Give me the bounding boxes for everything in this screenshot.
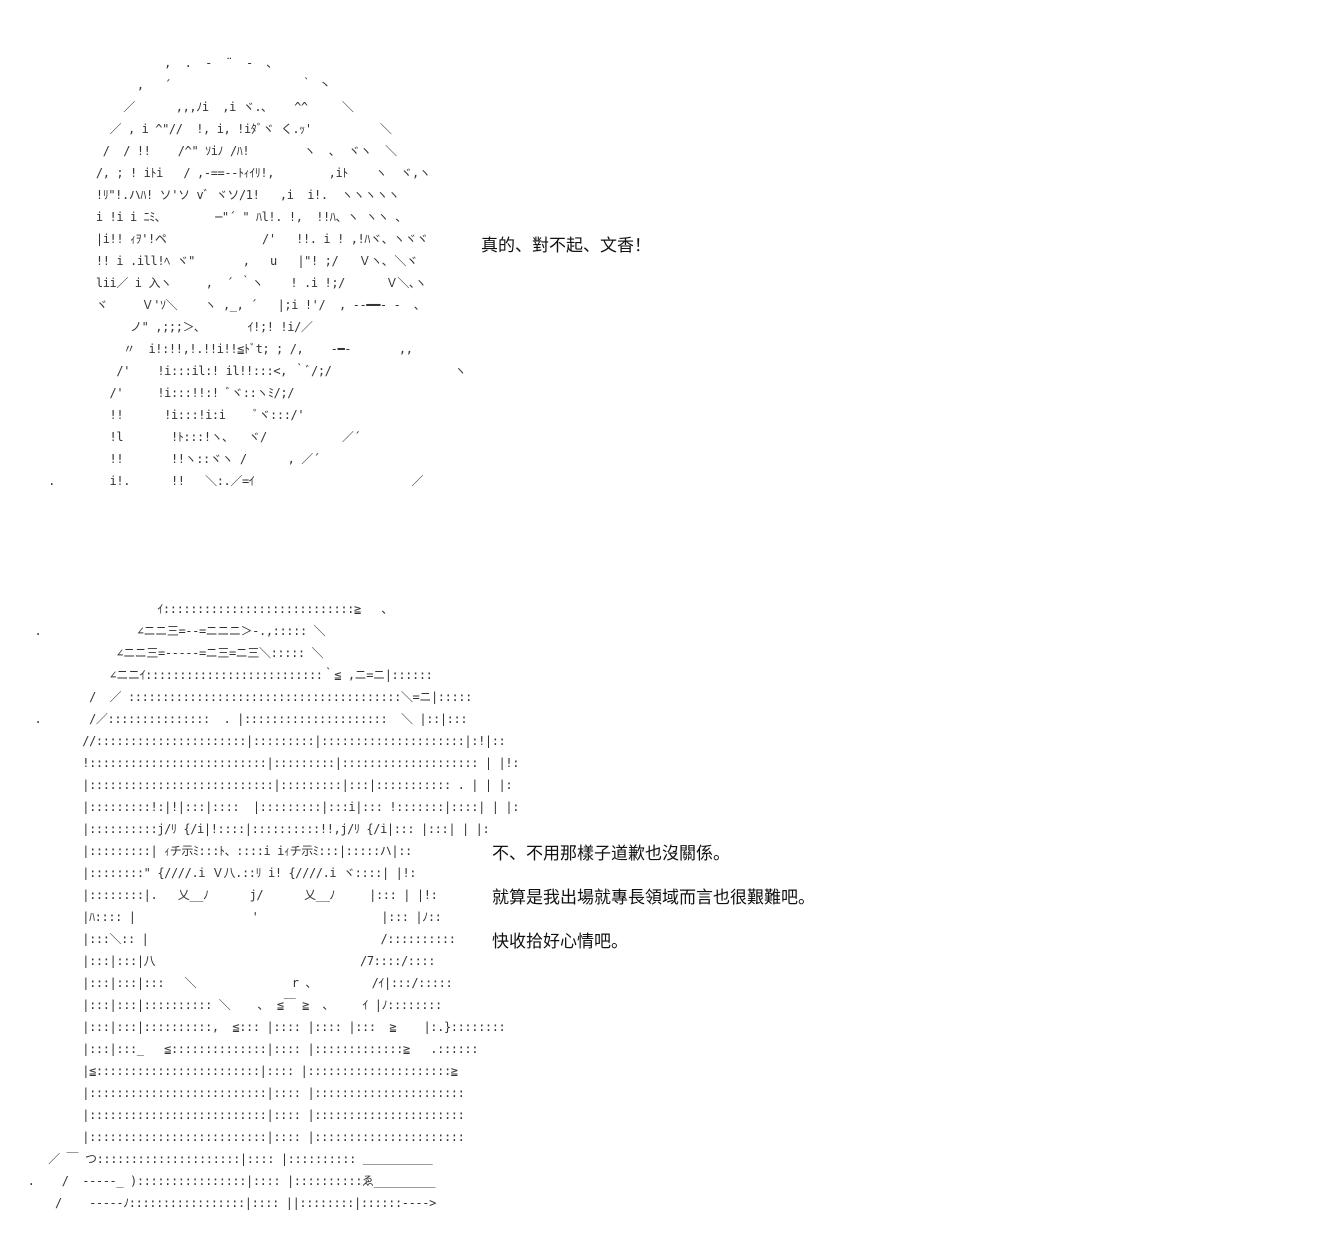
dialogue-reply-3: 快收拾好心情吧。 (492, 932, 628, 952)
ascii-art-crying-character: , . ‐ ¨ ‐ ､ , ´ ｀ 丶 ／ ,,,ﾉi ,i ヾ.､ ^^ ＼ … (48, 56, 466, 488)
ascii-art-fumika: ｲ::::::::::::::::::::::::::::≧ 、 . ∠ニニ三=… (27, 602, 520, 1210)
dialogue-reply-2: 就算是我出場就專長領域而言也很艱難吧。 (492, 888, 815, 908)
dialogue-reply-1: 不、不用那樣子道歉也沒關係。 (492, 844, 730, 864)
dialogue-apology: 真的、對不起、文香！ (481, 236, 651, 256)
